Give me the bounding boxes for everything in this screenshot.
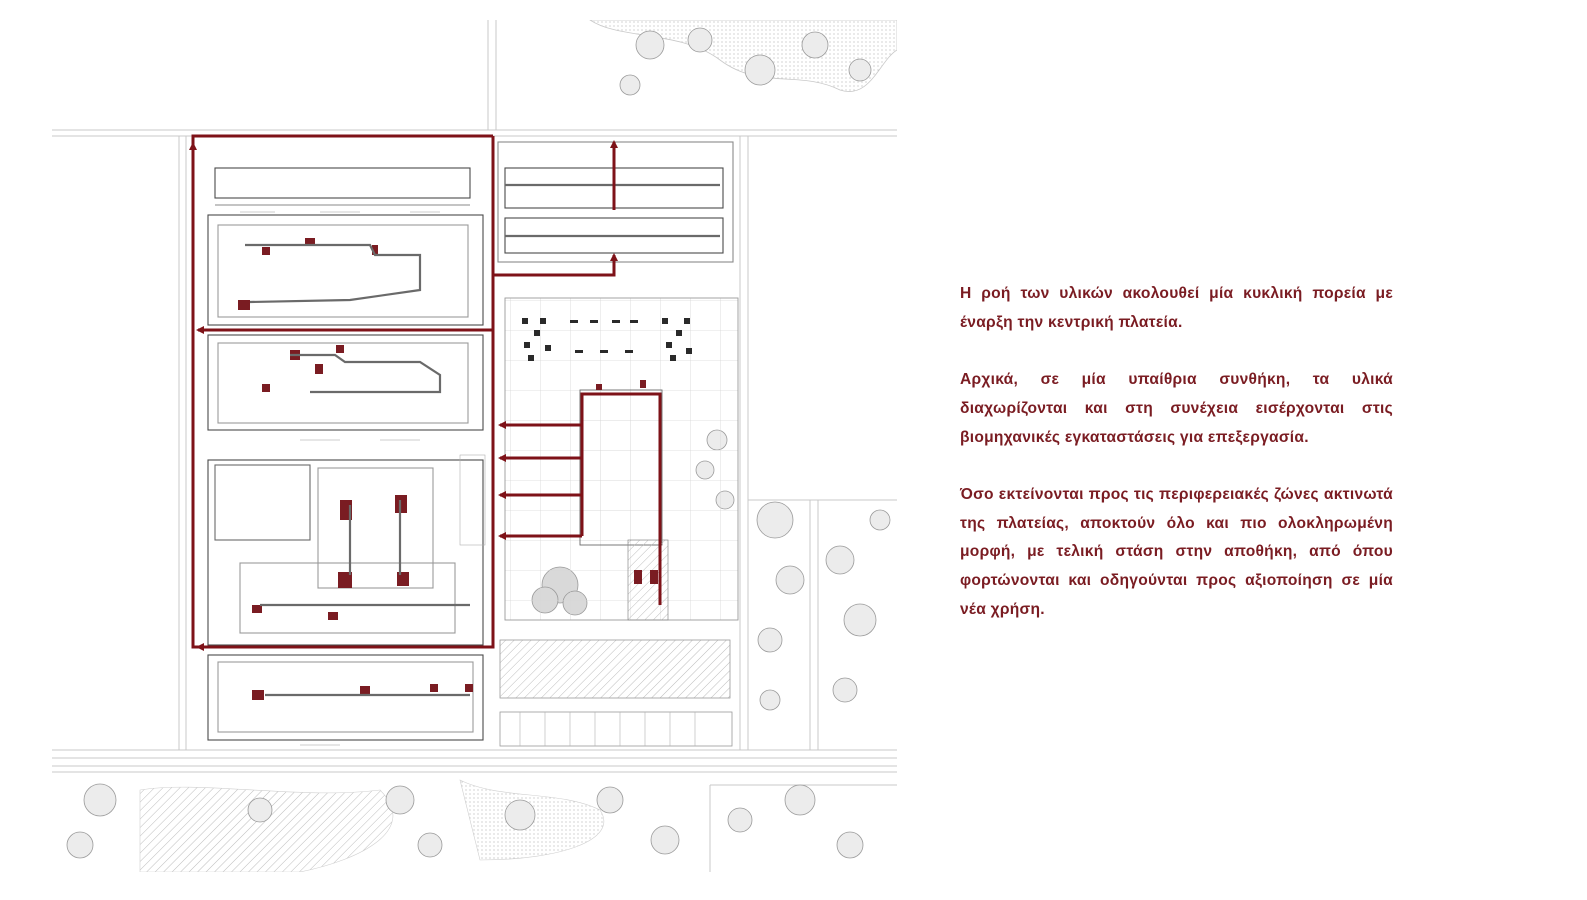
context-roads [52,20,897,872]
plan-annotations [240,211,680,746]
material-flow-path [189,134,662,651]
paragraph-sorting: Αρχικά, σε μία υπαίθρια συνθήκη, τα υλικ… [960,371,1393,446]
paragraph-radial-zones: Όσο εκτείνονται προς τις περιφερειακές ζ… [960,485,1393,618]
paragraph-circular-flow: Η ροή των υλικών ακολουθεί μία κυκλική π… [960,285,1393,331]
tree-icon-group [66,27,891,859]
site-plan-drawing [52,20,897,872]
parking-lots [459,454,733,747]
description-text-block: Η ροή των υλικών ακολουθεί μία κυκλική π… [960,280,1393,653]
building-outlines [207,141,734,741]
